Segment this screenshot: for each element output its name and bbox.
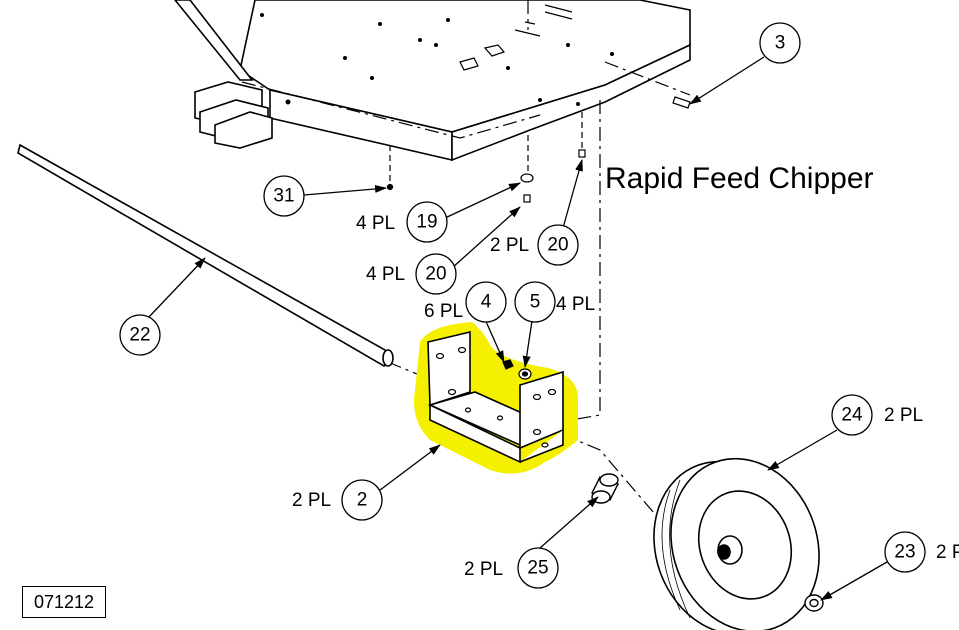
wheel [653,457,820,630]
qty-label: 4 PL [556,294,595,315]
svg-text:22: 22 [129,325,150,346]
fasteners [386,96,691,203]
callout-24: 24 2 PL [831,394,923,436]
center-lines [241,0,691,521]
qty-label: 2 PL [464,559,503,580]
svg-text:24: 24 [841,405,863,426]
svg-text:19: 19 [416,212,437,233]
hub-bolt [804,594,824,612]
qty-label: 6 PL [424,301,463,322]
axle-rod [17,143,394,368]
svg-text:20: 20 [425,264,446,285]
qty-label: 2 PL [292,490,331,511]
svg-text:20: 20 [547,235,568,256]
svg-text:31: 31 [273,186,294,207]
svg-text:2: 2 [357,490,368,511]
qty-label: 4 PL [366,264,405,285]
svg-text:23: 23 [894,542,915,563]
diagram-title: Rapid Feed Chipper [605,162,874,195]
callout-31: 31 [263,175,305,217]
svg-text:4: 4 [481,292,492,313]
callout-25: 25 2 PL [464,547,559,589]
callout-5: 5 4 PL [514,281,595,323]
qty-label: 2 PL [490,235,529,256]
leader-lines [147,56,888,601]
qty-label: 2 PL [936,542,959,563]
chipper-frame [173,0,691,162]
fastener-lines [389,112,583,185]
qty-label: 4 PL [356,213,395,234]
callout-3: 3 [759,22,801,64]
callout-22: 22 [119,314,161,356]
callout-2: 2 2 PL [292,479,383,521]
callout-20-lower: 20 2 PL [490,224,579,266]
callout-20-upper: 20 4 PL [366,253,457,295]
frame-holes [260,13,614,106]
wheel-tread [661,479,691,619]
svg-text:25: 25 [527,558,548,579]
svg-text:3: 3 [775,33,786,54]
bracket-holes [435,346,557,448]
spacer-tube [591,473,619,504]
drawing-code-box: 071212 [22,586,106,618]
qty-label: 2 PL [884,405,923,426]
svg-text:5: 5 [530,292,541,313]
callout-19: 19 4 PL [356,201,448,243]
callout-4: 4 6 PL [424,281,507,323]
callout-23: 23 2 PL [884,531,959,573]
frame-slots [459,4,573,71]
nut-and-washer [502,359,532,380]
